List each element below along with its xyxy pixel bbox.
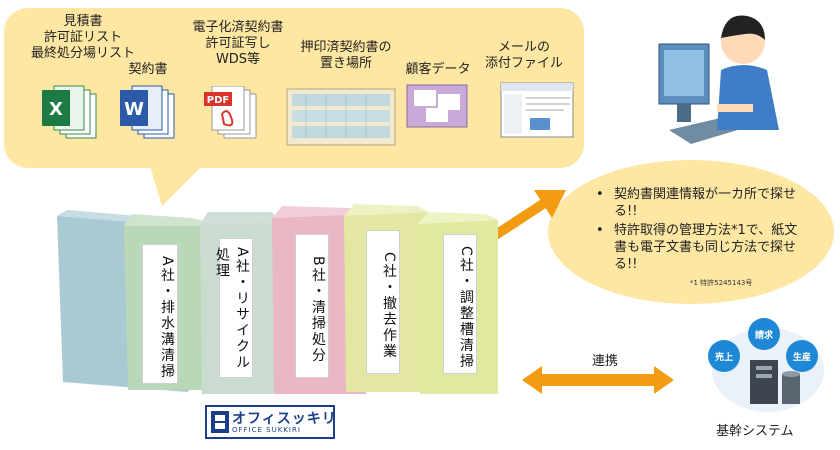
benefits-list: 契約書関連情報が一カ所で探せる!! 特許取得の管理方法*1で、紙文書も電子文書も… — [596, 186, 802, 275]
pdf-icon: PDF — [204, 86, 257, 139]
system-node-production: 生産 — [786, 340, 818, 372]
category-label-digitized: 電子化済契約書 許可証写し WDS等 — [192, 20, 284, 67]
link-label: 連携 — [592, 354, 619, 369]
core-system-label: 基幹システム — [716, 424, 794, 439]
excel-icon-letter: X — [49, 99, 63, 120]
benefit-item: 特許取得の管理方法*1で、紙文書も電子文書も同じ方法で探せる!! — [596, 222, 802, 273]
word-icon: W — [120, 85, 175, 139]
binder-label-c-tank: C社・調整槽清掃 — [443, 234, 477, 374]
excel-icon: X — [42, 85, 97, 139]
logo-main-text: オフィスッキリ — [232, 411, 337, 427]
category-label-email: メールの 添付ファイル — [484, 40, 563, 71]
customer-data-icon — [406, 84, 468, 128]
category-label-spreadsheets: 見積書 許可証リスト 最終処分場リスト — [30, 14, 135, 61]
binder-label-c-removal: C社・撤去作業 — [366, 230, 400, 374]
bubble-tail — [150, 166, 202, 206]
patent-footnote: *1 特許5245143号 — [690, 279, 753, 287]
system-node-billing: 請求 — [748, 318, 780, 350]
pdf-icon-letter: PDF — [207, 95, 229, 106]
arrow-head — [534, 190, 566, 218]
arrow-shaft — [491, 197, 549, 241]
binder-label-a-drainage: A社・排水溝清掃 — [142, 244, 178, 384]
logo-sub-text: OFFICE SUKKIRI — [232, 426, 301, 434]
category-label-customer: 顧客データ — [405, 62, 471, 77]
bidirectional-arrow — [522, 366, 674, 394]
logo-mark-icon — [211, 411, 229, 433]
binder-shelf-icon — [286, 88, 396, 146]
category-label-storage: 押印済契約書の 置き場所 — [300, 40, 392, 71]
binder-label-a-recycle: A社・リサイクル処理 — [214, 238, 253, 378]
word-icon-letter: W — [124, 99, 144, 120]
category-label-contracts: 契約書 — [128, 62, 168, 77]
arrow-to-benefits — [491, 190, 566, 241]
binder-label-b-cleaning: B社・清掃処分 — [295, 234, 329, 378]
office-worker-illustration — [658, 15, 779, 144]
email-attachment-icon — [500, 82, 574, 138]
system-node-sales: 売上 — [708, 340, 740, 372]
benefit-item: 契約書関連情報が一カ所で探せる!! — [596, 186, 802, 220]
